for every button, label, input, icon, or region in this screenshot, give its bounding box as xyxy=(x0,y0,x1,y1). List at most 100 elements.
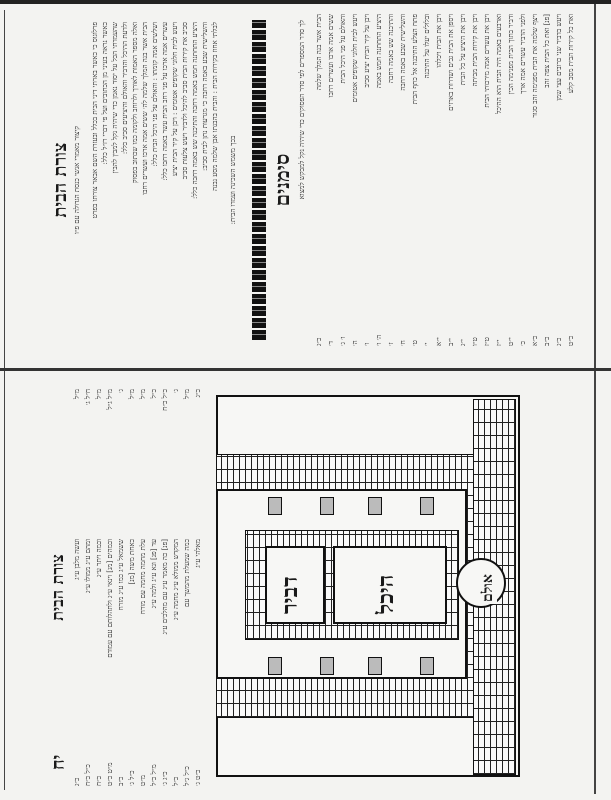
ulam-label: אולם xyxy=(480,572,497,604)
paragraph-line: שהעמדתי הכל על יסוד נאמן כדי שיהיה נקל ל… xyxy=(111,22,119,174)
siman-text: פתח הצלע התיכנה אל כתף הבית xyxy=(411,14,419,105)
row-text: ומהם ע״ג ממולו ע״ג xyxy=(84,539,92,594)
page-divider xyxy=(0,368,611,371)
row-ref-right: כ״ג xyxy=(194,389,202,398)
list-item: ואת כל קירות הבית מסב קלע כ״ט xyxy=(566,14,576,346)
siman-ref: כ״ט xyxy=(567,335,575,346)
siman-ref: ו׳ xyxy=(363,342,371,346)
siman-ref: כ״ג xyxy=(555,337,563,346)
row-ref-right: ג׳ xyxy=(117,389,125,393)
row-ref-right: כ״ל xyxy=(150,389,158,399)
row-ref-left: כ״ל כ״ח xyxy=(84,764,92,786)
siman-text: והשלישית שבע באמה רחבה xyxy=(399,14,407,91)
siman-text: ויעש לבית חלוני שקופים אטומים xyxy=(351,14,359,103)
ornament-band xyxy=(252,20,266,340)
heichal-room: היכל xyxy=(333,546,447,624)
paragraph-line: הבית אשר בנה המלך שלמה לה׳ ששים אמה ארכו… xyxy=(141,22,149,195)
row-ref-left: מ״ל כ״ל xyxy=(150,764,158,786)
row-text: וכמהים [מנ] וינאי ע״ג ולתהלותם עם עמודם xyxy=(106,539,114,658)
list-item: ששים אמה ארכו ועשרים רחבו ד׳ xyxy=(326,14,336,346)
chamber-marker xyxy=(320,497,334,515)
row-ref-right: ג׳ xyxy=(172,389,180,393)
row-ref-left: כ״ל ג׳ xyxy=(128,770,136,786)
row-ref-right: מ״ל xyxy=(73,389,81,400)
row-ref-right: מ״ל ג״ל xyxy=(106,389,114,410)
siman-ref: ט״ז xyxy=(483,337,491,346)
siman-text: ויבן על קיר הבית יציע סביב xyxy=(363,14,371,88)
row-text: כאחת משה [מנ] xyxy=(128,539,136,585)
siman-ref: ד׳ xyxy=(327,341,335,346)
page-title: צורת הבית xyxy=(50,142,71,218)
heichal-label: היכל xyxy=(373,574,399,614)
siman-text: ויבן את הבית ויכלהו xyxy=(435,14,443,68)
page-edge-right xyxy=(594,4,596,794)
siman-text: ששים אמה ארכו ועשרים רחבו xyxy=(327,14,335,98)
siman-text: והתיכנה שש באמה רחבה xyxy=(387,14,395,83)
row-ref-right: מ״ל xyxy=(183,389,191,400)
siman-ref: ז׳ xyxy=(387,342,395,346)
paragraph-line: לבלתי אחוז בקירות הבית : והבית בהבנתו אב… xyxy=(211,22,219,191)
siman-text: ויצף שלמה את הבית מפנימה זהב סגור xyxy=(531,14,539,118)
chamber-marker xyxy=(420,497,434,515)
list-item: ויעש בדביר שני כרובים עצי שמן כ״ג xyxy=(554,14,564,346)
siman-text: ודביר בתוך הבית מפנימה הכין xyxy=(507,14,515,95)
row-ref-left: כ״ל ג״ל xyxy=(183,766,191,786)
paragraph-line: סביב את קירות הבית סביב להיכל ולדביר ויע… xyxy=(181,22,189,180)
chamber-marker xyxy=(268,497,282,515)
siman-text: ואת כל קירות הבית מסב קלע xyxy=(567,14,575,94)
row-text: [פנ] כה מאמר ע״ג עם מהלכים ע״ג xyxy=(161,539,169,635)
row-ref-left: כ״ב xyxy=(117,776,125,786)
text-page: צורת הבית קיצור מאמרי אנשי כנסת הגדולה ע… xyxy=(0,0,611,360)
paragraph-line: ולדעת ההיכל והדביר והאולם והיציעים סביב … xyxy=(121,22,129,155)
simanim-heading: סימנים xyxy=(270,153,294,207)
page-subtitle: קיצור מאמרי אנשי כנסת הגדולה עם פ״ו xyxy=(73,125,81,235)
siman-text: ויבן את קירות הבית מביתה xyxy=(471,14,479,87)
paragraph-line: פרלוגוס כי כאשר בארתי דיני הבית בכלל ובע… xyxy=(91,22,99,219)
siman-text: ויבן את היציע על כל הבית xyxy=(459,14,467,86)
row-ref-left: כ״ג xyxy=(73,777,81,786)
chamber-marker xyxy=(268,657,282,675)
siman-ref: ה׳ ו׳ xyxy=(375,334,383,346)
siman-ref: ט׳ xyxy=(411,340,419,346)
chamber-marker xyxy=(320,657,334,675)
siman-ref: כ״א xyxy=(531,335,539,346)
row-ref-left: כ״ט ג׳ xyxy=(194,769,202,786)
siman-ref: כ״ג xyxy=(315,337,323,346)
siman-text: ויעש בדביר שני כרובים עצי שמן xyxy=(555,14,563,101)
row-text: כמה שמעלת מהמשך עם xyxy=(183,539,191,607)
paragraph-line: היציע התחתנה חמש באמה רחבה והתיכנה שש בא… xyxy=(191,22,199,199)
row-ref-left: מ״ט xyxy=(139,774,147,786)
table-row: מ״ל כמה שמעלת מהמשך עם כ״ל ג״ל xyxy=(182,389,192,786)
list-item: ויבן על קיר הבית יציע סביב ו׳ xyxy=(362,14,372,346)
dvir-label: דביר xyxy=(277,576,303,614)
chamber-marker xyxy=(368,657,382,675)
paragraph-line: ויעש לבית חלוני שקופים אטומים : ויבן על … xyxy=(171,22,179,177)
row-ref-left: כ״ג ג׳ xyxy=(161,771,169,786)
siman-text: [פנ] ואת כל הבית צפה זהב xyxy=(543,14,551,88)
siman-text: ובלולים יעלו על התיכנה xyxy=(423,14,431,79)
paragraph-line: והשלישית שבע באמה רחבה כי מגרעות נתן לבי… xyxy=(201,22,209,171)
row-text: המקדש ממולא ע״ג מחמה ע״ג xyxy=(172,539,180,621)
row-ref-right: מ״ל xyxy=(95,389,103,400)
siman-ref: כ׳ xyxy=(519,340,527,346)
row-ref-right: מ״ל xyxy=(128,389,136,400)
